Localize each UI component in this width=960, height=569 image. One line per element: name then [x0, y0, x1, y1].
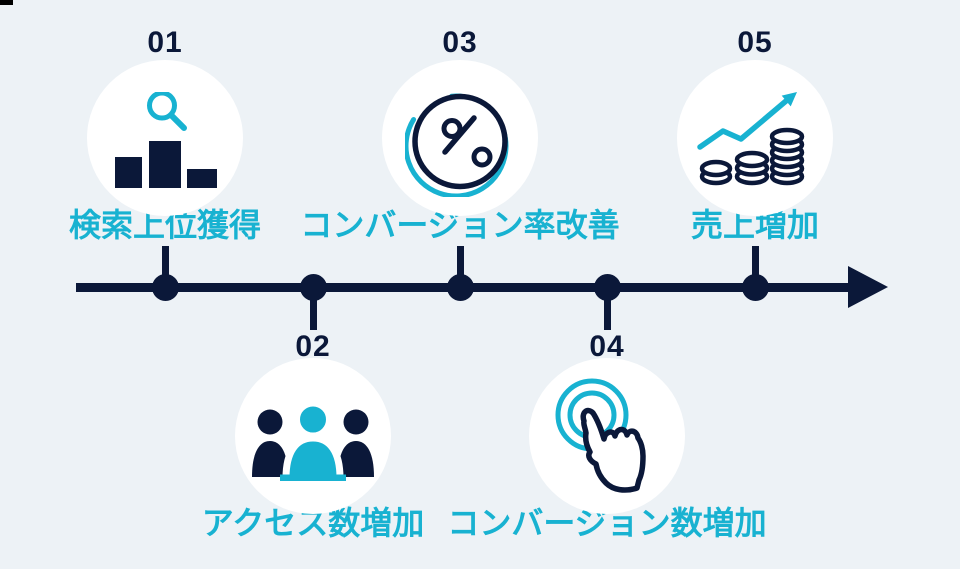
- step-circle: [677, 60, 833, 216]
- timeline-tick-step-01: [161, 246, 169, 288]
- step-05: 05 売上増加: [575, 26, 935, 244]
- timeline-dot-step-03: [447, 274, 474, 301]
- step-02: 02 アクセス数増加: [133, 330, 493, 542]
- step-number: 01: [147, 26, 183, 59]
- timeline-dot-step-04: [594, 274, 621, 301]
- step-03: 03 コンバージョン率改善: [280, 26, 640, 244]
- step-number: 04: [589, 330, 625, 363]
- timeline-dot-step-05: [742, 274, 769, 301]
- timeline-tick-step-03: [456, 246, 464, 288]
- step-01: 01 検索上位獲得: [0, 26, 345, 244]
- step-number: 02: [295, 330, 331, 363]
- users-icon: [252, 403, 374, 481]
- screenshot-artifact: [0, 0, 13, 5]
- step-circle: [382, 60, 538, 216]
- timeline-dot-step-01: [152, 274, 179, 301]
- sales-growth-icon: [697, 92, 805, 186]
- step-04: 04 コンバージョン数増加: [427, 330, 787, 542]
- percent-icon: [405, 93, 509, 197]
- tap-icon: [555, 378, 646, 493]
- search-ranking-icon: [115, 92, 217, 188]
- timeline-tick-step-02: [309, 288, 317, 330]
- timeline-tick-step-05: [751, 246, 759, 288]
- timeline-arrowhead-icon: [848, 266, 888, 308]
- timeline-tick-step-04: [603, 288, 611, 330]
- step-circle: [235, 358, 391, 514]
- step-circle: [529, 358, 685, 514]
- step-circle: [87, 60, 243, 216]
- timeline-dot-step-02: [300, 274, 327, 301]
- step-number: 03: [442, 26, 478, 59]
- step-number: 05: [737, 26, 773, 59]
